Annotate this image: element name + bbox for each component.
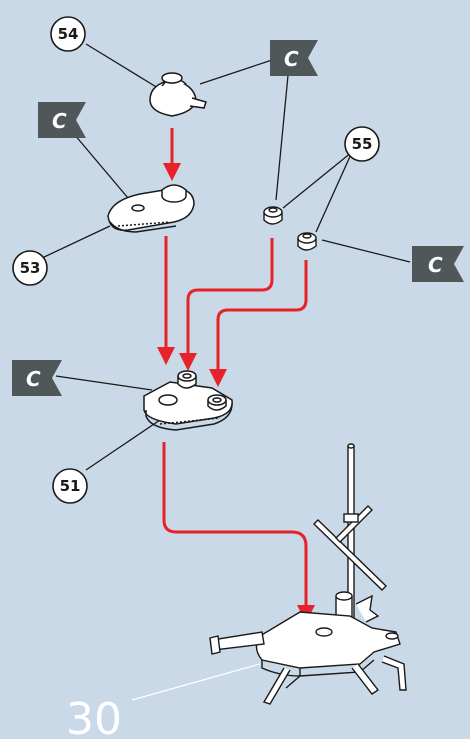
flag-c-middle: C: [12, 360, 62, 396]
svg-text:53: 53: [20, 259, 41, 277]
part-55-pin-b: [298, 233, 316, 250]
flag-c-left: C: [38, 102, 86, 138]
callout-51: 51: [53, 469, 87, 503]
part-55-pin-a: [264, 207, 282, 224]
step-number: 30: [66, 694, 122, 739]
part-53-arm: [108, 185, 194, 232]
svg-text:C: C: [284, 47, 299, 71]
svg-text:54: 54: [58, 25, 79, 43]
assembled-model: [210, 444, 406, 704]
callout-53: 53: [13, 251, 47, 285]
arrow-55b-to-51: [218, 260, 306, 378]
arrow-55a-to-51: [188, 238, 272, 362]
svg-text:55: 55: [352, 135, 373, 153]
svg-text:C: C: [52, 109, 67, 133]
flag-c-right: C: [412, 246, 464, 282]
svg-text:C: C: [26, 367, 41, 391]
flag-c-top: C: [270, 40, 318, 76]
callout-54: 54: [51, 17, 85, 51]
callout-55: 55: [345, 127, 379, 161]
svg-text:51: 51: [60, 477, 81, 495]
part-54-cap: [150, 73, 206, 116]
step-leader-line: [132, 664, 260, 700]
svg-text:C: C: [428, 253, 443, 277]
arrow-51-to-model: [164, 442, 306, 614]
